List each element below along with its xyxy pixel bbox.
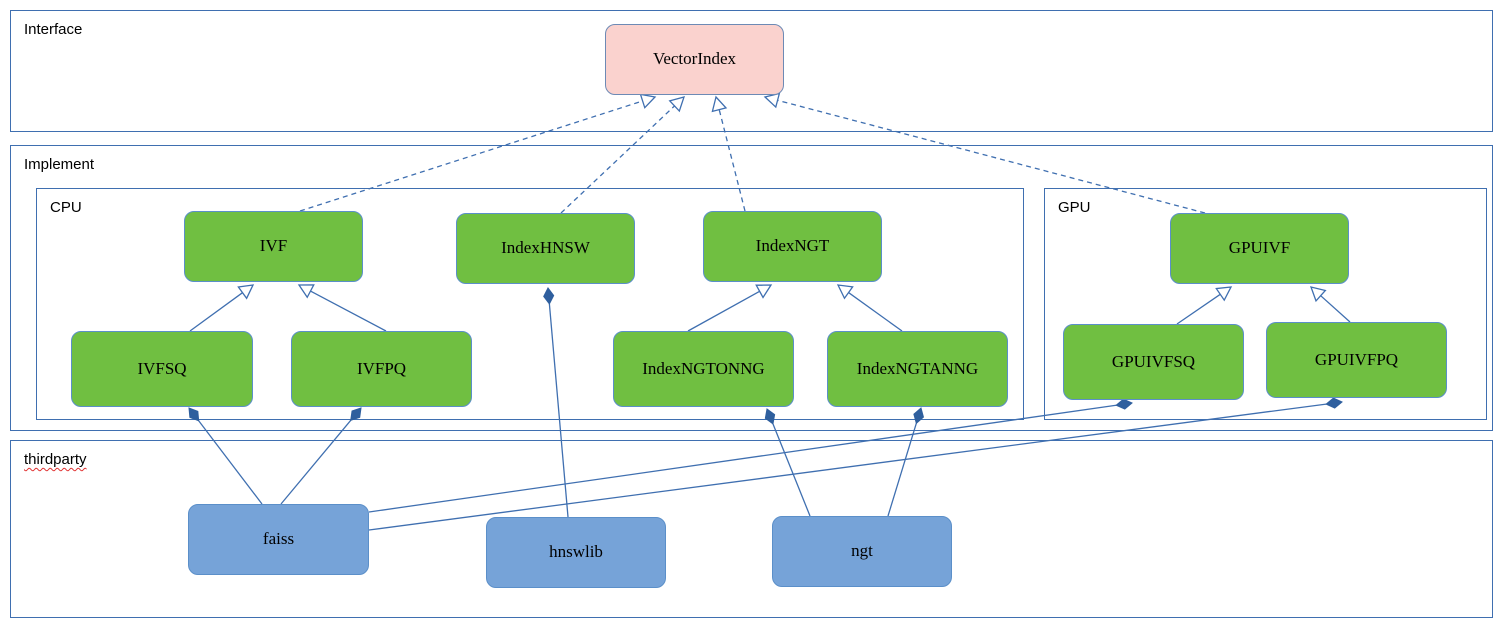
panel-label-interface: Interface (24, 21, 83, 38)
class-node-gpuivfsq[interactable]: GPUIVFSQ (1063, 324, 1244, 400)
class-node-gpuivf[interactable]: GPUIVF (1170, 213, 1349, 284)
class-node-indexhnsw[interactable]: IndexHNSW (456, 213, 635, 284)
class-node-ivf[interactable]: IVF (184, 211, 363, 282)
panel-label-thirdparty: thirdparty (24, 451, 87, 468)
panel-label-cpu: CPU (50, 199, 82, 216)
class-node-hnswlib[interactable]: hnswlib (486, 517, 666, 588)
class-node-indexngtanng[interactable]: IndexNGTANNG (827, 331, 1008, 407)
class-node-vectorindex[interactable]: VectorIndex (605, 24, 784, 95)
class-node-ivfsq[interactable]: IVFSQ (71, 331, 253, 407)
class-node-indexngtonng[interactable]: IndexNGTONNG (613, 331, 794, 407)
class-node-indexngt[interactable]: IndexNGT (703, 211, 882, 282)
class-node-ngt[interactable]: ngt (772, 516, 952, 587)
class-node-gpuivfpq[interactable]: GPUIVFPQ (1266, 322, 1447, 398)
class-node-ivfpq[interactable]: IVFPQ (291, 331, 472, 407)
panel-label-implement: Implement (24, 156, 95, 173)
panel-interface (10, 10, 1493, 132)
panel-label-gpu: GPU (1058, 199, 1091, 216)
class-node-faiss[interactable]: faiss (188, 504, 369, 575)
